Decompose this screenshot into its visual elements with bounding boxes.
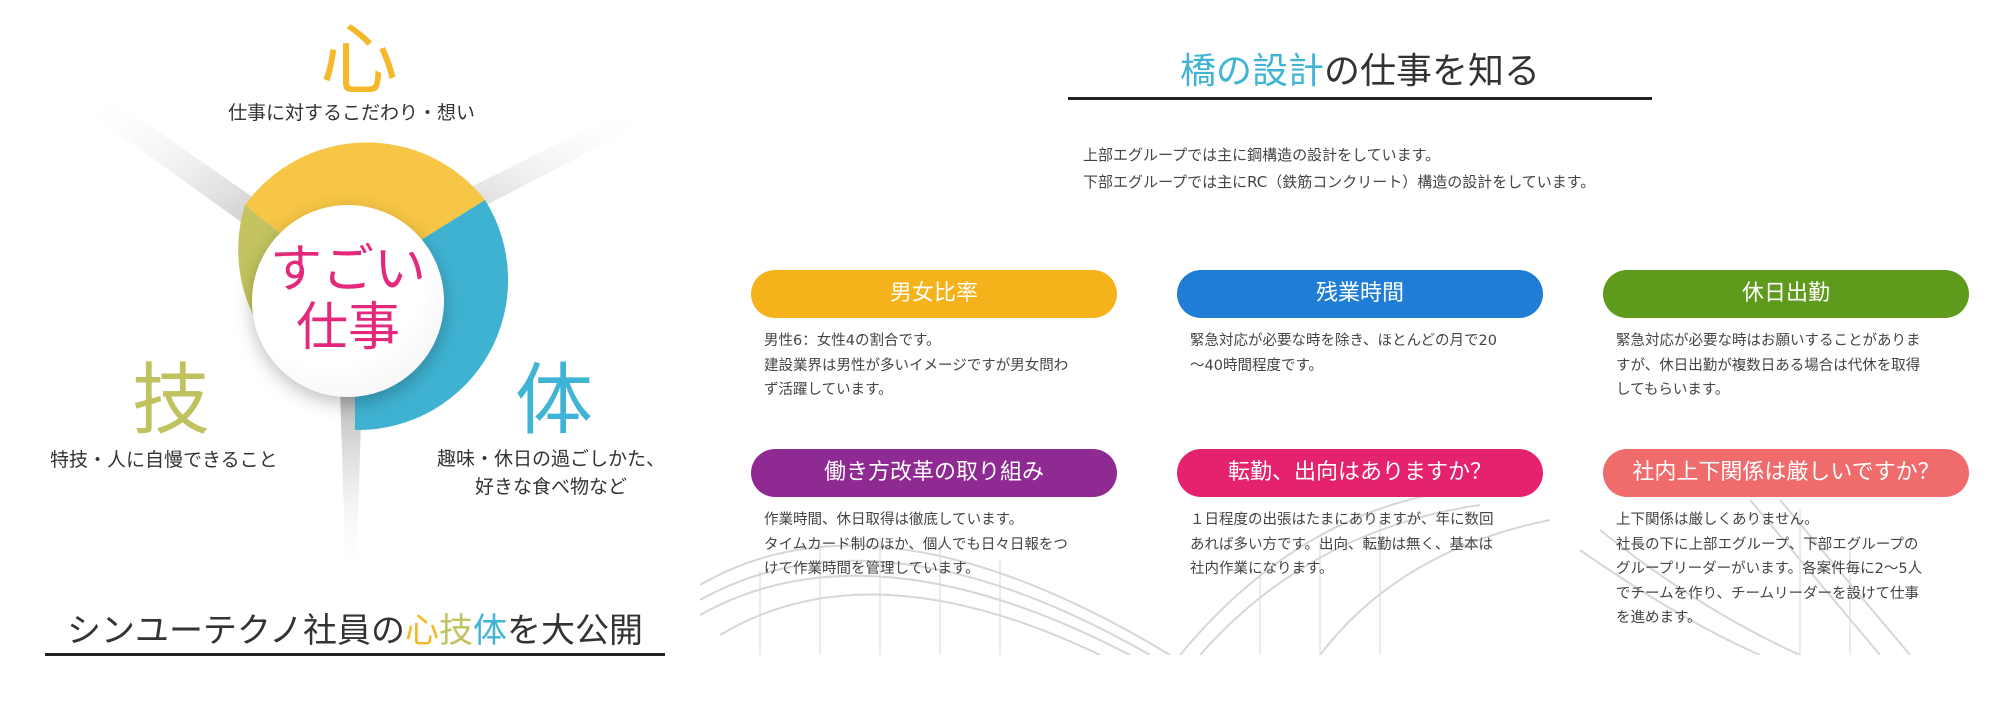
title-suffix: を大公開	[506, 611, 643, 651]
card-line: 緊急対応が必要な時を除き、ほとんどの月で20	[1190, 333, 1497, 349]
center-circle: すごい 仕事	[252, 205, 444, 397]
card-line: ず活躍しています。	[764, 382, 893, 398]
card-line: でチームを作り、チームリーダーを設けて仕事	[1616, 585, 1920, 602]
left-title-underline	[45, 653, 665, 656]
card-line: 〜40時間程度です。	[1190, 357, 1323, 374]
card-hierarchy-body: 上下関係は厳しくありません。 社長の下に上部エグループ、下部エグループの グルー…	[1616, 508, 1966, 631]
tai-caption: 趣味・休日の過ごしかた、 好きな食べ物など	[437, 445, 665, 501]
main-section-title: 橋の設計の仕事を知る	[1068, 42, 1652, 94]
card-line: すが、休日出勤が複数日ある場合は代休を取得	[1616, 357, 1921, 374]
card-holiday-work-body: 緊急対応が必要な時はお願いすることがありま すが、休日出勤が複数日ある場合は代休…	[1616, 329, 1966, 403]
tai-caption-line2: 好きな食べ物など	[475, 476, 628, 498]
card-line: １日程度の出張はたまにありますが、年に数回	[1190, 512, 1494, 528]
gi-caption: 特技・人に自慢できること	[50, 449, 278, 471]
card-gender-ratio-header: 男女比率	[751, 270, 1117, 318]
title-tai: 体	[472, 611, 507, 651]
card-work-reform-body: 作業時間、休日取得は徹底しています。 タイムカード制のほか、個人でも日々日報をつ…	[764, 508, 1114, 582]
card-hierarchy-header: 社内上下関係は厳しいですか？	[1603, 449, 1969, 497]
tai-caption-line1: 趣味・休日の過ごしかた、	[437, 448, 666, 470]
card-work-reform-header: 働き方改革の取り組み	[751, 449, 1117, 497]
left-panel: 心 仕事に対するこだわり・想い 技 特技・人に自慢できること 体 趣味・休日の過…	[0, 0, 700, 701]
card-overtime-header: 残業時間	[1177, 270, 1543, 318]
card-line: 上下関係は厳しくありません。	[1616, 512, 1819, 528]
intro-line-2: 下部エグループでは主にRC（鉄筋コンクリート）構造の設計をしています。	[1083, 173, 1596, 191]
main-title-underline	[1068, 97, 1652, 100]
bridge-background-image	[700, 490, 1911, 655]
card-line: 社内作業になります。	[1190, 561, 1334, 577]
card-line: を進めます。	[1616, 610, 1702, 626]
card-line: 緊急対応が必要な時はお願いすることがありま	[1616, 333, 1921, 349]
card-label: 残業時間	[1315, 281, 1404, 306]
card-transfer-header: 転勤、出向はありますか？	[1177, 449, 1543, 497]
card-label: 働き方改革の取り組み	[823, 460, 1044, 485]
card-line: 建設業界は男性が多いイメージですが男女問わ	[764, 357, 1069, 374]
card-label: 転勤、出向はありますか？	[1227, 460, 1492, 485]
card-line: グループリーダーがいます。各案件毎に2〜5人	[1616, 561, 1923, 577]
card-transfer-body: １日程度の出張はたまにありますが、年に数回 あれば多い方です。出向、転勤は無く、…	[1190, 508, 1540, 582]
main-title-rest: の仕事を知る	[1324, 51, 1541, 92]
center-text-line2: 仕事	[295, 298, 400, 358]
card-label: 男女比率	[889, 281, 978, 306]
shin-caption: 仕事に対するこだわり・想い	[228, 102, 476, 124]
center-text-line1: すごい	[269, 240, 426, 300]
card-line: 作業時間、休日取得は徹底しています。	[764, 512, 1024, 528]
intro-line-1: 上部エグループでは主に鋼構造の設計をしています。	[1083, 146, 1441, 164]
card-line: してもらいます。	[1616, 382, 1730, 398]
card-line: あれば多い方です。出向、転勤は無く、基本は	[1190, 536, 1494, 553]
card-line: 男性6：女性4の割合です。	[764, 333, 941, 349]
shin-kanji: 心	[320, 16, 399, 106]
title-gi: 技	[438, 611, 473, 651]
card-label: 社内上下関係は厳しいですか？	[1632, 460, 1940, 485]
card-overtime-body: 緊急対応が必要な時を除き、ほとんどの月で20 〜40時間程度です。	[1190, 329, 1540, 378]
card-label: 休日出勤	[1741, 281, 1830, 306]
title-shin: 心	[404, 611, 439, 651]
card-line: 社長の下に上部エグループ、下部エグループの	[1616, 536, 1919, 553]
card-holiday-work-header: 休日出勤	[1603, 270, 1969, 318]
title-prefix: シンユーテクノ社員の	[67, 611, 405, 651]
card-line: タイムカード制のほか、個人でも日々日報をつ	[764, 536, 1068, 553]
main-title-highlight: 橋の設計	[1179, 51, 1324, 92]
tai-kanji: 体	[515, 356, 594, 446]
gi-kanji: 技	[132, 356, 211, 446]
left-section-title: シンユーテクノ社員の心技体を大公開	[45, 603, 665, 652]
center-text: すごい 仕事	[252, 205, 444, 357]
divider-beam-bottom	[340, 390, 362, 580]
card-line: けて作業時間を管理しています。	[764, 561, 980, 577]
card-gender-ratio-body: 男性6：女性4の割合です。 建設業界は男性が多いイメージですが男女問わ ず活躍し…	[764, 329, 1114, 403]
